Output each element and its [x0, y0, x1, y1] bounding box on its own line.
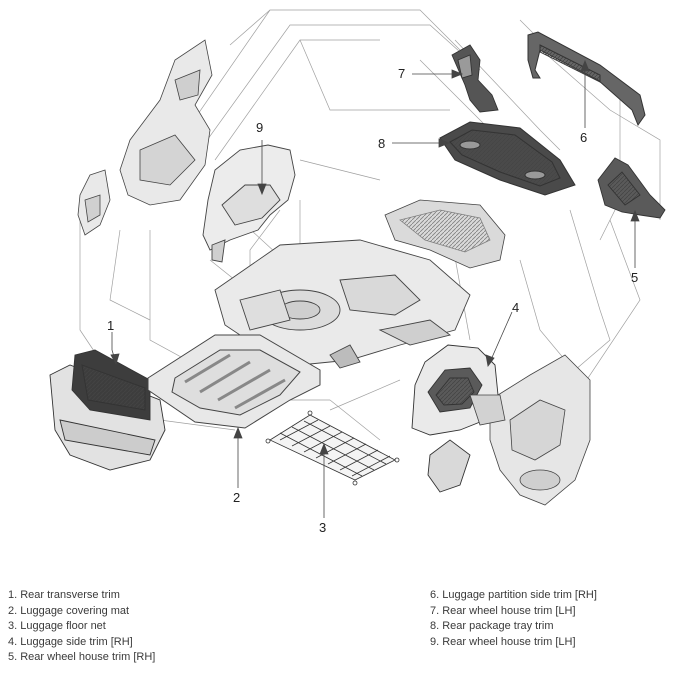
- trunk-floor-body-part: [214, 239, 471, 369]
- legend-right-column: 6. Luggage partition side trim [RH] 7. R…: [430, 588, 597, 650]
- luggage-floor-net-part-3: [265, 410, 400, 486]
- callout-3: 3: [319, 520, 326, 535]
- legend-item: 9. Rear wheel house trim [LH]: [430, 635, 576, 648]
- legend-item: 6. Luggage partition side trim [RH]: [430, 589, 597, 601]
- luggage-partition-side-trim-rh-part-6: [527, 31, 646, 127]
- right-rear-body-part: [469, 354, 591, 506]
- callout-5: 5: [631, 270, 638, 285]
- legend-item: 4. Luggage side trim [RH]: [8, 635, 133, 648]
- legend-item: 1. Rear transverse trim: [8, 589, 120, 601]
- callout-7: 7: [398, 66, 405, 81]
- legend-item: 3. Luggage floor net: [8, 620, 106, 632]
- legend-item: 7. Rear wheel house trim [LH]: [430, 604, 576, 617]
- rear-wheel-house-trim-lh-part-7: [451, 44, 499, 113]
- rear-wheel-house-trim-lh-part-9: [202, 144, 296, 263]
- callout-6: 6: [580, 130, 587, 145]
- rear-package-tray-trim-part-8: [439, 121, 576, 196]
- left-body-panel-part: [77, 39, 213, 236]
- callout-2: 2: [233, 490, 240, 505]
- callout-9: 9: [256, 120, 263, 135]
- package-tray-panel-part: [384, 199, 506, 269]
- exploded-parts-diagram: 1 2 3 4 5 6 7 8 9: [49, 9, 666, 535]
- callout-1: 1: [107, 318, 114, 333]
- legend-item: 2. Luggage covering mat: [8, 604, 130, 617]
- legend-item: 8. Rear package tray trim: [430, 620, 554, 632]
- rear-wheel-house-trim-rh-part-5: [597, 157, 666, 219]
- luggage-covering-mat-part-2: [147, 334, 321, 429]
- legend-item: 5. Rear wheel house trim [RH]: [8, 651, 156, 663]
- callout-4: 4: [512, 300, 519, 315]
- rear-transverse-trim-part-1: [49, 349, 166, 471]
- callout-8: 8: [378, 136, 385, 151]
- callout-leader-lines: [110, 59, 640, 518]
- legend-left-column: 1. Rear transverse trim 2. Luggage cover…: [8, 588, 155, 666]
